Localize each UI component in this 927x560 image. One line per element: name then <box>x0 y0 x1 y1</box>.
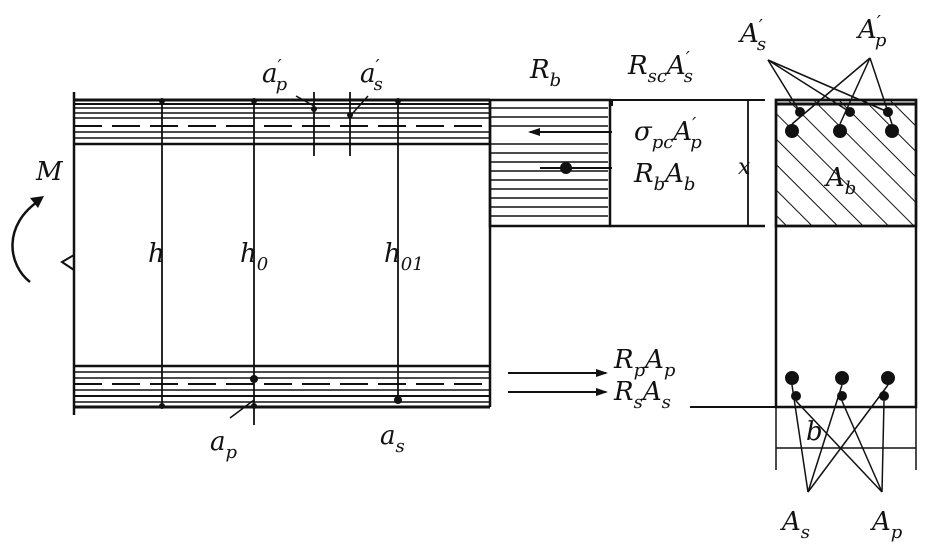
rs-as-label: RsAs <box>613 377 671 413</box>
rb-resultant-dot <box>560 162 572 174</box>
as-section-label: As <box>780 507 810 543</box>
compression-area-hatch <box>774 98 918 228</box>
ab-label: Ab <box>824 163 856 199</box>
stress-block <box>488 98 910 408</box>
ap-prime-leader <box>295 95 315 107</box>
b-label: b <box>806 417 823 447</box>
ap-prime-section-label: A′p <box>856 12 887 51</box>
x-label: x <box>738 155 751 180</box>
beam-elevation <box>11 92 492 425</box>
ap-section-label: Ap <box>870 507 903 543</box>
rb-label: Rb <box>529 55 561 91</box>
compression-hatch <box>490 107 608 217</box>
as-label: as <box>380 421 405 457</box>
as-prime-leader <box>351 95 369 115</box>
top-leaders <box>767 57 893 125</box>
h-label: h <box>148 239 165 269</box>
as-prime-label: a′s <box>360 56 383 95</box>
compression-zone <box>488 98 612 228</box>
bottom-leaders <box>791 384 889 493</box>
ap-label: ap <box>210 427 238 463</box>
rsc-as-prime-label: RscA′s <box>627 48 693 87</box>
top-reinforcement-lines <box>74 103 490 146</box>
sigma-pc-ap-prime-label: σpcA′p <box>634 114 702 153</box>
rb-ab-label: RbAb <box>633 159 695 195</box>
h0-label: h0 <box>240 239 268 275</box>
ap-prime-label: a′p <box>262 56 288 95</box>
cross-section <box>767 57 918 493</box>
bottom-reinforcement-lines <box>74 364 490 403</box>
moment-arc <box>11 198 41 283</box>
as-prime-section-label: A′s <box>738 16 766 55</box>
h01-label: h01 <box>384 239 424 275</box>
ap-leader <box>229 399 255 419</box>
dimension-dots <box>159 98 402 409</box>
break-mark <box>60 254 75 271</box>
moment-arrowhead <box>30 196 44 208</box>
moment-label: M <box>35 157 64 187</box>
rp-ap-label: RpAp <box>613 345 676 381</box>
